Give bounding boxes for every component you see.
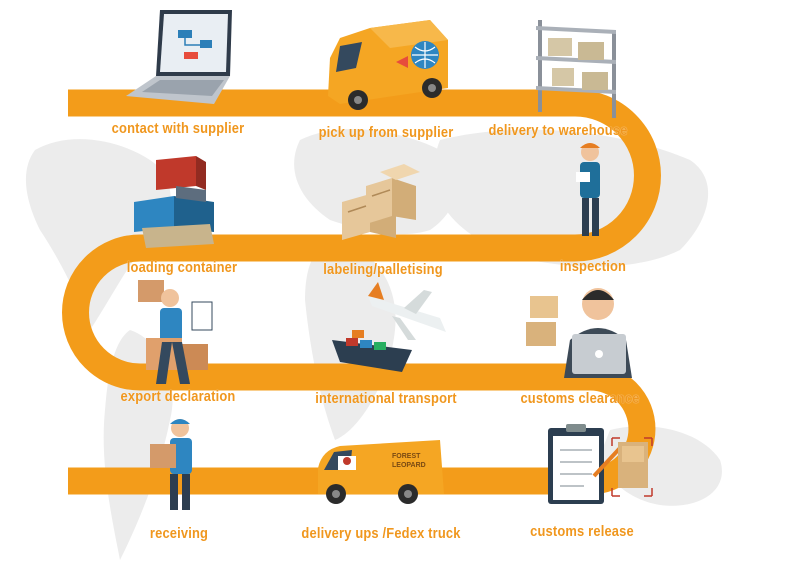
warehouse-shelf-icon (536, 20, 616, 118)
step-label-customs-clearance: customs clearance (520, 390, 640, 407)
step-label-delivery-ups-fedex-truck: delivery ups /Fedex truck (301, 525, 461, 542)
step-label-customs-release: customs release (530, 523, 634, 540)
truck-brand-line-2: LEOPARD (392, 462, 426, 469)
plane-and-ship-icon (332, 282, 446, 372)
step-label-labeling-palletising: labeling/palletising (323, 261, 443, 278)
step-label-international-transport: international transport (315, 390, 457, 407)
courier-icon (150, 419, 192, 510)
step-label-export-declaration: export declaration (120, 388, 236, 405)
step-label-loading-container: loading container (126, 259, 238, 276)
customs-agent-icon (526, 288, 632, 378)
step-label-delivery-to-warehouse: delivery to warehouse (488, 122, 628, 139)
clipboard-icon (548, 424, 653, 504)
inspector-icon (576, 143, 600, 236)
truck-brand-line-1: FOREST (392, 453, 421, 460)
process-path (62, 89, 661, 495)
crates-icon (342, 164, 420, 240)
laptop-icon (126, 10, 232, 104)
containers-icon (134, 156, 214, 248)
step-label-inspection: inspection (559, 258, 627, 275)
step-label-pick-up-from-supplier: pick up from supplier (318, 124, 454, 141)
delivery-truck-icon: FOREST LEOPARD (318, 440, 444, 504)
van-icon (328, 20, 448, 110)
worker-carrying-box-icon (138, 280, 213, 384)
step-label-receiving: receiving (149, 525, 209, 542)
step-label-contact-with-supplier: contact with supplier (111, 120, 245, 137)
